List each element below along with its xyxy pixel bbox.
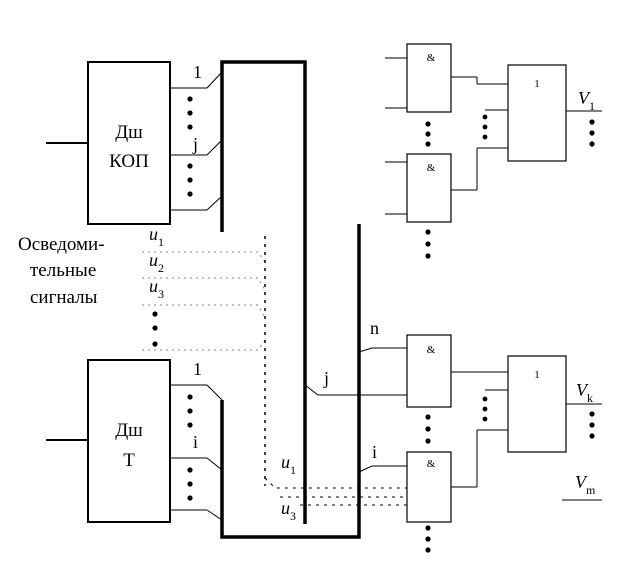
informative-signals: Осведоми- тельные сигналы u1 u2 u3 xyxy=(18,224,266,486)
output-vk-ellipsis xyxy=(589,411,595,439)
decoder-kop-output-j-bend xyxy=(206,139,223,156)
signal-u2-line xyxy=(142,277,266,291)
signal-last-line xyxy=(142,339,266,351)
output-vm: Vm xyxy=(562,472,602,501)
signals-label-line1: Осведоми- xyxy=(18,234,105,255)
or-gate-bottom-ellipsis xyxy=(482,396,488,422)
decoder-kop-label-line1: Дш xyxy=(115,122,143,143)
main-bus xyxy=(220,60,361,539)
decoder-t-output-last-bend xyxy=(206,509,223,521)
and-gate-bottom-1-ellipsis xyxy=(425,414,431,444)
and-gate-top-1 xyxy=(406,43,452,113)
signals-label-line2: тельные xyxy=(30,260,96,281)
decoder-t-output-1-bend xyxy=(206,384,223,401)
decoder-kop-pin-1: 1 xyxy=(193,62,202,82)
t-bus-line xyxy=(220,224,361,539)
decoder-t-pin-1: 1 xyxy=(193,359,202,379)
output-v1-label: V1 xyxy=(578,88,595,113)
or-gate-top-ellipsis xyxy=(482,114,488,140)
signals-ellipsis xyxy=(152,311,158,347)
and-gate-top-2 xyxy=(406,153,452,223)
decoder-t-box xyxy=(87,359,171,523)
or-gate-top-symbol: 1 xyxy=(534,78,540,90)
decoder-t-ellipsis-lower xyxy=(187,467,193,501)
signal-u1-line xyxy=(142,251,266,263)
and-gate-top-2-symbol: & xyxy=(427,162,436,174)
decoder-t-pin-i: i xyxy=(193,432,198,452)
signal-u3-label: u3 xyxy=(149,276,164,301)
decoder-t-label-line1: Дш xyxy=(115,420,143,441)
and-gate-top-1-symbol: & xyxy=(427,52,436,64)
and-gate-bottom-2-symbol: & xyxy=(427,458,436,470)
decoder-kop-output-1-bend xyxy=(206,71,223,89)
decoder-t: Дш Т 1 i xyxy=(46,359,223,523)
signal-u2-label: u2 xyxy=(149,250,164,275)
gate-group-v1: & & 1 xyxy=(385,43,602,259)
and-gate-top-2-ellipsis xyxy=(425,229,431,259)
and-gate-bottom-1 xyxy=(406,334,452,408)
decoder-kop-label-line2: КОП xyxy=(109,151,149,172)
decoder-kop: Дш КОП 1 j xyxy=(46,61,223,225)
signal-u3-line xyxy=(142,304,266,319)
signal-tap-u1-label: u1 xyxy=(281,452,296,477)
bus-n-tap-bend xyxy=(358,347,373,353)
and-gate-bottom-2-ellipsis xyxy=(425,525,431,553)
output-v1-ellipsis xyxy=(589,119,595,147)
bus-label-i: i xyxy=(372,442,377,462)
signals-label-line3: сигналы xyxy=(30,287,98,308)
decoder-kop-ellipsis-lower xyxy=(187,163,193,197)
and-gate-bottom-1-symbol: & xyxy=(427,344,436,356)
signal-tap-u3-label: u3 xyxy=(281,498,296,523)
signal-tap-u1-line xyxy=(264,477,407,489)
gate-group-vk: n j i & & xyxy=(304,318,602,553)
kop-bus-line xyxy=(220,60,307,524)
output-vk-label: Vk xyxy=(576,380,593,405)
output-vm-label: Vm xyxy=(575,472,596,497)
bus-i-tap-bend xyxy=(358,465,373,473)
decoder-kop-output-last-bend xyxy=(206,195,223,211)
decoder-t-label-line2: Т xyxy=(123,450,135,471)
decoder-t-output-i-bend xyxy=(206,457,223,471)
bus-label-j: j xyxy=(323,368,329,388)
decoder-t-ellipsis-upper xyxy=(187,394,193,428)
or-gate-bottom-symbol: 1 xyxy=(534,369,540,381)
bus-j-tap-bend xyxy=(304,384,319,396)
decoder-kop-pin-j: j xyxy=(192,134,198,154)
and-gate-top-1-ellipsis xyxy=(425,121,431,147)
signal-u1-label: u1 xyxy=(149,224,164,249)
bus-label-n: n xyxy=(370,318,379,338)
decoder-kop-box xyxy=(87,61,171,225)
or-gate-top xyxy=(507,64,567,162)
signal-taps-lower: u1 u3 xyxy=(264,452,407,523)
decoder-kop-ellipsis-upper xyxy=(187,96,193,130)
